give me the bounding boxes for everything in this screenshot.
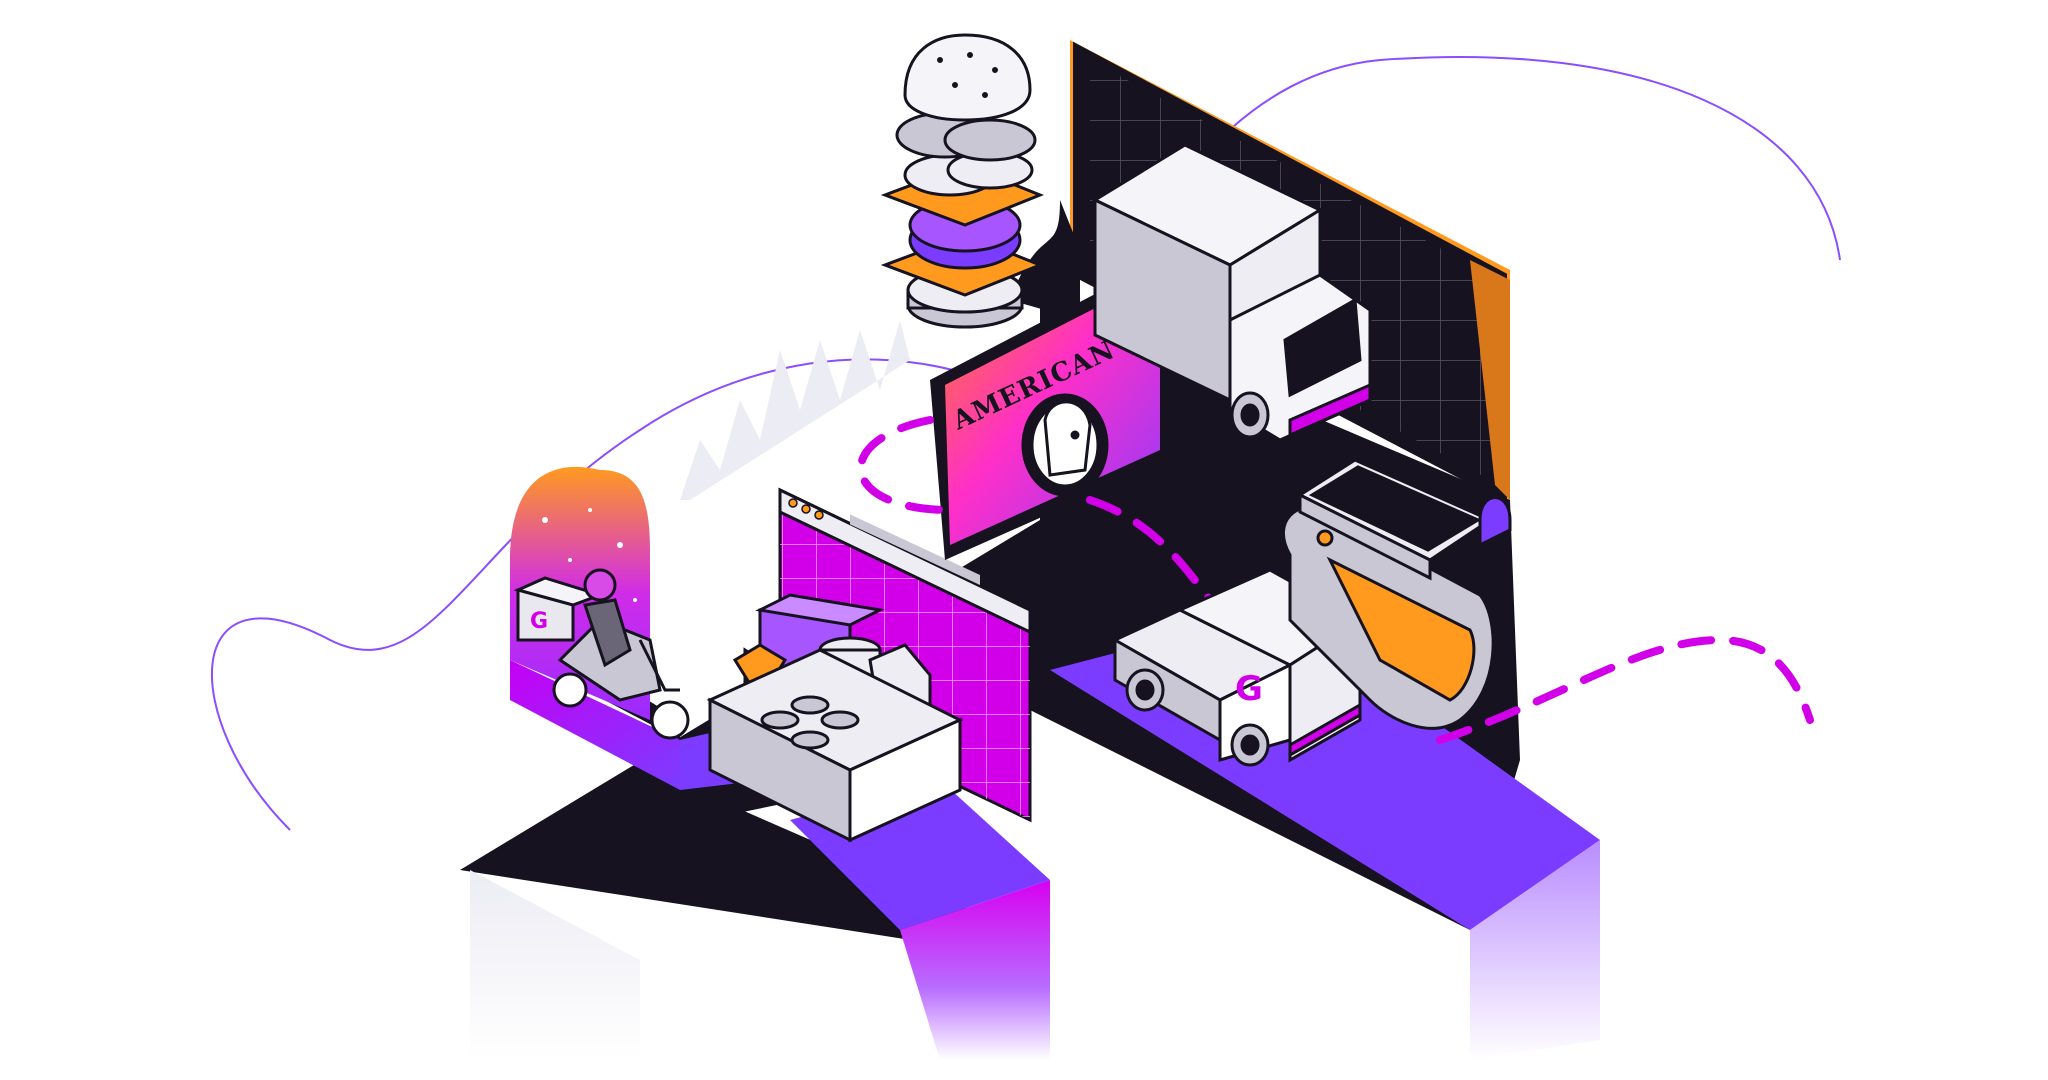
background-line (211, 56, 1841, 831)
screen-hinge-accent (1478, 496, 1512, 548)
van-logo-icon: G (1235, 669, 1263, 709)
smartwatch (1282, 458, 1495, 730)
delivery-truck (1091, 143, 1372, 442)
background-wave-shape (680, 320, 910, 500)
route-dashed-line (856, 416, 1814, 744)
address-bar (850, 514, 980, 585)
window-dot-icon (788, 498, 798, 508)
window-dot-icon (814, 510, 824, 520)
window-dot-icon (801, 504, 811, 514)
burger-icon (880, 33, 1045, 329)
centurion-portrait-icon (1021, 393, 1109, 497)
grocery-crate (706, 593, 964, 843)
svg-text:G: G (530, 609, 548, 634)
scooter-courier: G (513, 568, 690, 740)
